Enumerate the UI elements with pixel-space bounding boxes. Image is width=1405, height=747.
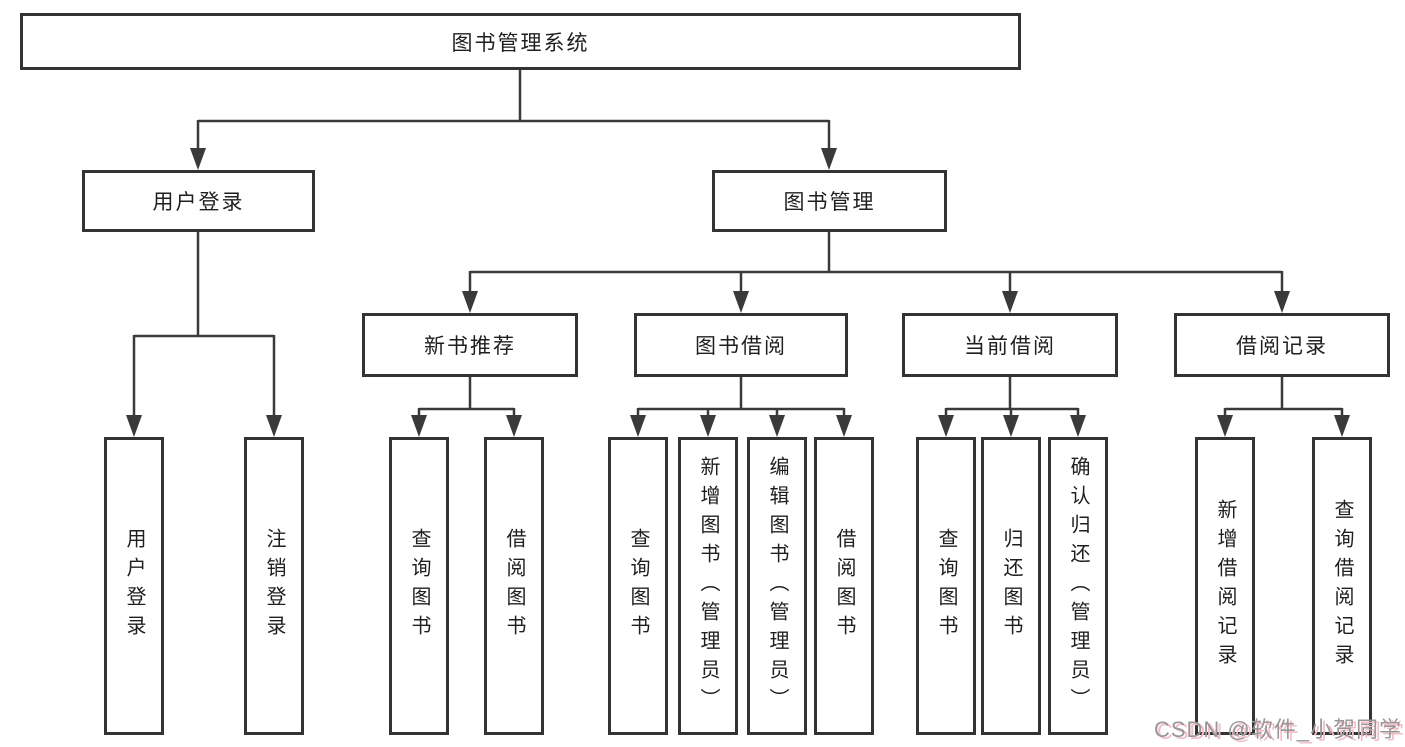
node-leaf-confirm-return-label: 确认归还（管理员） (1067, 455, 1089, 717)
node-leaf-return-book: 归还图书 (981, 437, 1041, 735)
node-leaf-return-book-label: 归还图书 (1000, 528, 1022, 644)
node-leaf-edit-book-label: 编辑图书（管理员） (766, 455, 788, 717)
node-user-login-branch-label: 用户登录 (152, 191, 245, 214)
node-leaf-query-book-3: 查询图书 (916, 437, 976, 735)
node-new-book-rec: 新书推荐 (362, 313, 578, 377)
node-leaf-add-book: 新增图书（管理员） (678, 437, 738, 735)
node-leaf-borrow-book-1-label: 借阅图书 (503, 528, 525, 644)
node-book-mgmt: 图书管理 (712, 170, 947, 232)
node-leaf-add-borrow-record-label: 新增借阅记录 (1214, 499, 1236, 673)
node-leaf-borrow-book-2-label: 借阅图书 (833, 528, 855, 644)
watermark: CSDN @软件_小贺同学 (1153, 717, 1402, 742)
node-leaf-query-borrow-record-label: 查询借阅记录 (1331, 499, 1353, 673)
node-leaf-query-book-2: 查询图书 (608, 437, 668, 735)
node-leaf-logout: 注销登录 (244, 437, 304, 735)
node-current-borrow: 当前借阅 (902, 313, 1118, 377)
node-borrow-records: 借阅记录 (1174, 313, 1390, 377)
node-root: 图书管理系统 (20, 13, 1021, 70)
node-current-borrow-label: 当前借阅 (964, 335, 1056, 358)
node-leaf-borrow-book-2: 借阅图书 (814, 437, 874, 735)
node-book-borrow-label: 图书借阅 (695, 335, 787, 358)
node-leaf-add-borrow-record: 新增借阅记录 (1195, 437, 1255, 735)
node-leaf-user-login-label: 用户登录 (123, 528, 145, 644)
node-leaf-query-book-1: 查询图书 (389, 437, 449, 735)
node-leaf-query-borrow-record: 查询借阅记录 (1312, 437, 1372, 735)
node-leaf-edit-book: 编辑图书（管理员） (747, 437, 807, 735)
node-root-label: 图书管理系统 (451, 31, 590, 55)
node-book-borrow: 图书借阅 (634, 313, 848, 377)
node-leaf-query-book-1-label: 查询图书 (408, 528, 430, 644)
node-leaf-confirm-return: 确认归还（管理员） (1048, 437, 1108, 735)
node-user-login-branch: 用户登录 (82, 170, 315, 232)
node-leaf-query-book-3-label: 查询图书 (935, 528, 957, 644)
node-new-book-rec-label: 新书推荐 (424, 335, 516, 358)
node-leaf-add-book-label: 新增图书（管理员） (697, 455, 719, 717)
node-leaf-logout-label: 注销登录 (263, 528, 285, 644)
node-leaf-query-book-2-label: 查询图书 (627, 528, 649, 644)
node-borrow-records-label: 借阅记录 (1236, 335, 1328, 358)
node-leaf-user-login: 用户登录 (104, 437, 164, 735)
node-book-mgmt-label: 图书管理 (783, 191, 876, 214)
node-leaf-borrow-book-1: 借阅图书 (484, 437, 544, 735)
